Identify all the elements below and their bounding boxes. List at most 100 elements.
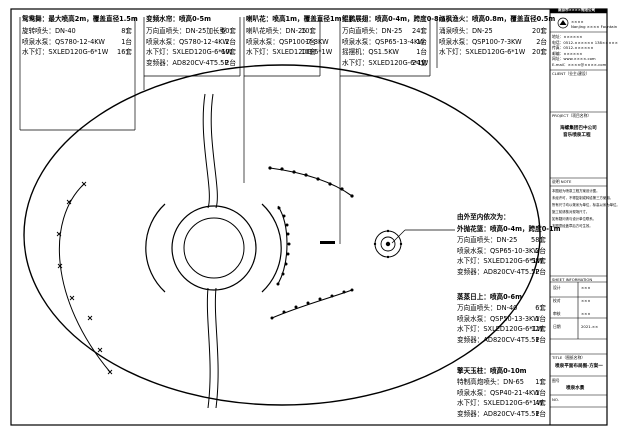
right-group-row-label-r2: 变频器：AD820CV-4T5.5P [457, 335, 540, 344]
right-group-row-qty-r1: 58套 [531, 257, 546, 265]
group-row-label-g3: 水下灯：SXLED120G-6*1W [246, 48, 333, 56]
group-row-label-g4: 喷泉水泵：QSP65-13-4KW [342, 37, 425, 46]
info-value: ××× [581, 285, 591, 290]
group-row-qty-g3: 10套 [301, 27, 316, 35]
group-row-label-g2: 水下灯：SXLED120G-6*1W [146, 48, 233, 56]
note-line: 本图纸为喷泉工程方案设计图。 [552, 189, 600, 193]
group-row-label-g4: 摇摆机：QS1.5KW [342, 48, 399, 56]
group-row-qty-g1: 16套 [117, 48, 132, 56]
swing-jets-arc [58, 183, 111, 373]
right-notes-intro: 由外至内依次为： [457, 213, 510, 221]
water-curtain-line-a [202, 93, 211, 409]
island-right-arc [261, 203, 282, 293]
right-group-row-qty-r3: 4套 [535, 399, 546, 407]
note-line: 施工前请核对现场尺寸。 [552, 210, 590, 214]
sheet-no-label: NO. [552, 397, 559, 402]
right-group-row-label-r3: 特制高炮喷头：DN-65 [457, 378, 524, 386]
group-row-qty-g4: 24套 [412, 27, 427, 35]
mid-dot-column-markers [276, 206, 291, 286]
group-row-qty-g5: 20套 [532, 27, 547, 35]
swing-jets-markers [56, 181, 113, 375]
contact-line: E-mail：××××@××××.com [552, 62, 607, 67]
project-name-line-1: 海螺集团巴中公司 [560, 126, 597, 131]
group-row-qty-g3: 1台 [305, 37, 316, 46]
right-group-row-qty-r2: 6套 [535, 304, 546, 312]
right-group-row-label-r1: 变频器：AD820CV-4T5.5P [457, 267, 540, 276]
company-logo-icon [557, 17, 569, 29]
group-title-g2: 变频水帘：喷高0-5m [146, 15, 211, 23]
project-header: PROJECT（项目名称） [552, 113, 592, 118]
info-label: 审核 [553, 311, 561, 316]
group-title-g3: 喇叭花：喷高1m，覆盖直径1m [246, 15, 342, 23]
info-value: ××× [581, 298, 591, 303]
group-row-qty-g2: 60套 [221, 27, 236, 35]
right-group-row-label-r1: 水下灯：SXLED120G-6*1W [457, 257, 544, 265]
right-group-row-label-r2: 万向直喷头：DN-40 [457, 304, 518, 312]
right-group-row-label-r1: 万向直喷头：DN-25 [457, 236, 518, 244]
lower-dot-arc [271, 289, 353, 319]
note-line: 如有疑问请与设计单位联系。 [552, 217, 597, 221]
right-group-row-label-r1: 喷泉水泵：QSP65-10-3KW [457, 246, 540, 255]
info-label: 设计 [553, 285, 561, 290]
logo-caption: ×××× [571, 19, 584, 24]
group-row-label-g1: 水下灯：SXLED120G-6*1W [22, 48, 109, 56]
group-row-label-g2: 喷泉水泵：QS780-12-4KW [146, 37, 229, 46]
right-group-row-label-r3: 喷泉水泵：QSP40-21-4KW [457, 388, 540, 397]
right-group-row-label-r3: 变频器：AD820CV-4T5.5P [457, 409, 540, 418]
right-group-row-qty-r1: 2台 [535, 267, 546, 276]
drawing-no-label: 图号 [552, 378, 560, 383]
company-name-en: Nanjing ×××× Fountain [571, 24, 618, 29]
drawing-title: 喷泉平面布局图-方案一 [555, 364, 603, 369]
group-title-g1: 鸳鸯舞：最大喷高2m，覆盖直径1.5m [22, 15, 138, 23]
group-row-label-g3: 喷泉水泵：QSP100-7-3KW [246, 37, 329, 46]
right-group-title-r3: 擎天玉柱：喷高0-10m [457, 367, 527, 375]
island-left-arc [145, 203, 166, 293]
contact-line: 网址：www.××××.com [552, 56, 596, 62]
group-row-qty-g2: 60套 [221, 48, 236, 56]
group-row-label-g5: 涌泉喷头：DN-25 [439, 27, 493, 35]
right-group-row-qty-r2: 1台 [535, 335, 546, 344]
group-row-label-g4: 万向直喷头：DN-25 [342, 27, 403, 35]
contact-line: 地址：×××××× [552, 34, 583, 39]
right-group-row-qty-r3: 1台 [535, 388, 546, 397]
upper-dot-arc-markers [268, 166, 354, 198]
feature-core [385, 241, 391, 247]
info-label: 校对 [553, 298, 561, 303]
contact-line: 邮编：×××××× [552, 50, 583, 56]
group-row-label-g1: 喷泉水泵：QS780-12-4KW [22, 37, 105, 46]
group-row-label-g3: 喇叭花喷头：DN-25 [246, 27, 307, 35]
right-group-row-label-r3: 水下灯：SXLED120G-6*1W [457, 399, 544, 407]
group-row-label-g5: 水下灯：SXLED120G-6*1W [439, 48, 526, 56]
water-curtain-line-b [210, 93, 219, 409]
notes-header: 说明 NOTE [552, 179, 572, 184]
client-header: CLIENT（业主/建设） [552, 71, 590, 76]
mid-dot-column [277, 205, 288, 285]
info-value: ××× [581, 311, 591, 316]
right-group-row-qty-r2: 12套 [531, 325, 546, 333]
group-row-qty-g4: 1台 [416, 48, 427, 56]
title-block-grid [550, 12, 607, 408]
leader-lines [19, 17, 551, 244]
company-name-cn: 南京市××××有限公司 [558, 8, 596, 12]
note-line: 所有尺寸均以毫米为单位，标高以米为单位。 [552, 203, 618, 207]
right-group-row-qty-r1: 58套 [531, 236, 546, 244]
project-name-line-2: 音乐喷泉工程 [563, 133, 591, 138]
right-group-row-qty-r1: 2台 [535, 246, 546, 255]
group-title-g5: 江枫渔火：喷高0.8m，覆盖直径0.5m [439, 15, 556, 23]
lower-dot-arc-markers [270, 288, 354, 320]
feature-ring-inner [380, 236, 396, 252]
group-row-qty-g1: 1台 [121, 37, 132, 46]
right-group-row-label-r2: 喷泉水泵：QSP50-13-3KW [457, 314, 540, 323]
note-line: 未经许可，不得复制或转给第三方使用。 [552, 196, 614, 200]
group-row-qty-g1: 8套 [121, 27, 132, 35]
group-row-qty-g3: 10套 [301, 48, 316, 56]
outer-frame [10, 8, 608, 426]
drawing-no: 喷泉水景 [566, 386, 585, 391]
right-group-row-qty-r2: 1台 [535, 314, 546, 323]
contact-line: 传真：0512-×××××× [552, 45, 594, 51]
title-block-header-bar [550, 9, 607, 13]
group-row-label-g5: 喷泉水泵：QSP100-7-3KW [439, 37, 522, 46]
group-row-qty-g5: 2台 [536, 37, 547, 46]
